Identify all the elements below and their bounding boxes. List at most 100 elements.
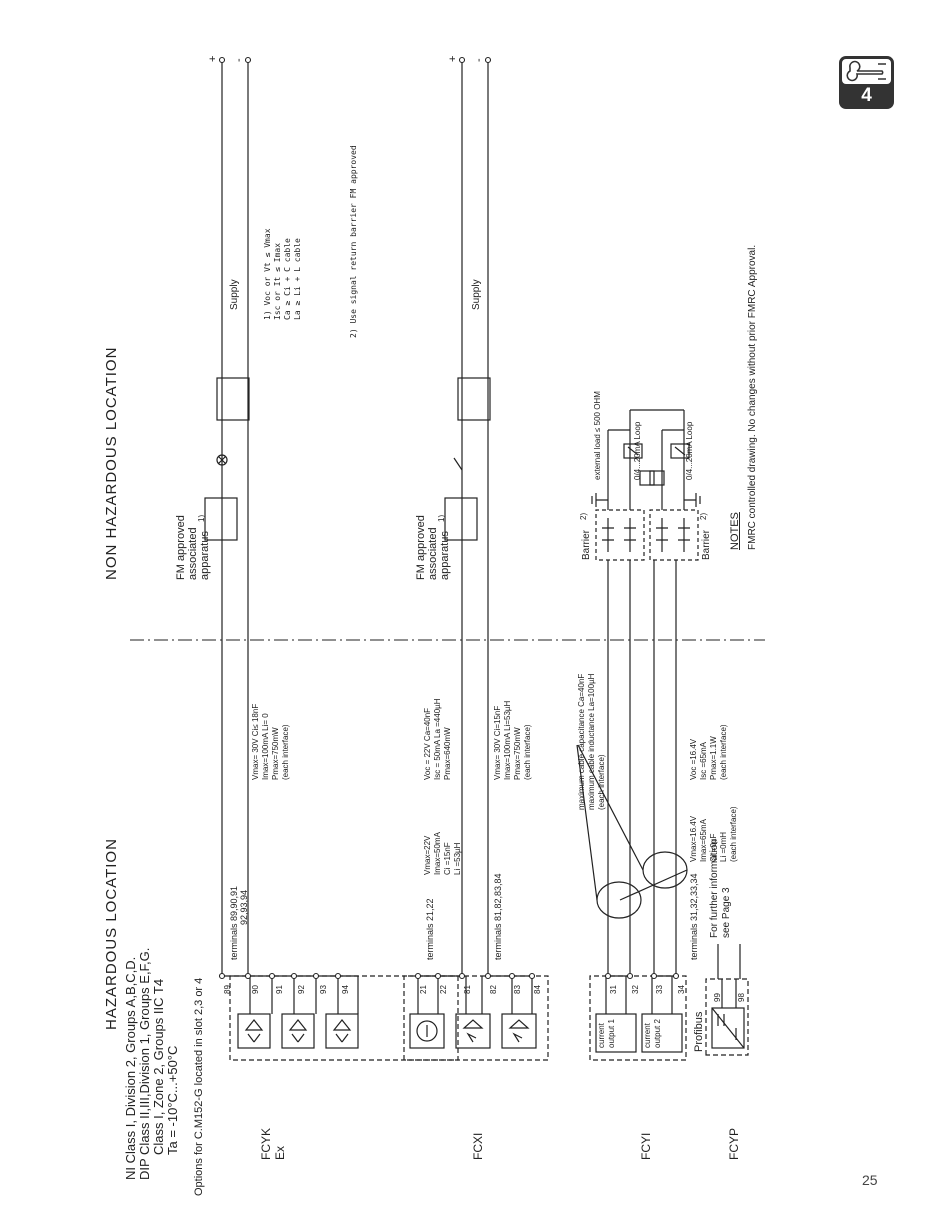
rating-line: Vmax= 30V Ci≤ 18nF [251, 703, 260, 780]
plus-sign: + [207, 55, 219, 62]
rating-line: Vmax= 30V Ci=15nF [493, 705, 502, 780]
barrier-mark: 2) [579, 512, 588, 520]
class-info-line: Class I, Zone 2, Groups IIC T4 [151, 978, 166, 1155]
rating-line: Pmax=750mW [513, 727, 522, 780]
barrier-label: Barrier [581, 529, 592, 560]
module-label-fcxi: FCXI [471, 1132, 485, 1160]
minus-sign: - [233, 58, 245, 62]
supply-label: Supply [229, 279, 240, 310]
terminal-number: 82 [489, 985, 498, 994]
page-number: 25 [862, 1172, 878, 1188]
terminal-number: 94 [341, 985, 350, 994]
rating-line: Isc =65mA [699, 741, 708, 780]
minus-sign: - [473, 58, 485, 62]
terminal-number: 31 [609, 985, 618, 994]
class-info-line: Ta = -10°C...+50°C [165, 1045, 180, 1155]
rating-line: Pmax=1.1W [709, 736, 718, 780]
terminal-number: 99 [713, 993, 722, 1002]
class-info-line: NI Class I, Division 2, Groups A,B,C,D. [123, 956, 138, 1180]
terminal-number: 92 [297, 985, 306, 994]
module-label-fcyi: FCYI [639, 1132, 653, 1160]
rating-line: (each interface) [719, 724, 728, 780]
module-label-fcyk-ex: Ex [273, 1145, 287, 1160]
terminal-number: 83 [513, 985, 522, 994]
chapter-number: 4 [861, 85, 872, 106]
terminal-number: 93 [319, 985, 328, 994]
terminal-number: 89 [223, 985, 232, 994]
notes-text: FMRC controlled drawing. No changes with… [747, 244, 758, 550]
external-load-label: external load ≤ 500 OHM [593, 391, 602, 480]
rating-line: (each interface) [729, 806, 738, 862]
diagram-lines [130, 56, 765, 1061]
terminal-number: 34 [677, 985, 686, 994]
loop-label: 0/4...20mA Loop [633, 421, 642, 480]
fm-note-mark: 1) [437, 514, 446, 522]
rating-line: Vmax=16.4V [689, 815, 698, 862]
rating-line: Voc =16.4V [689, 738, 698, 780]
further-info: see Page 3 [721, 887, 732, 938]
terminal-number: 21 [419, 985, 428, 994]
terminals-label: terminals 81,82,83,84 [493, 873, 503, 960]
terminals-label: terminals 31,32,33,34 [689, 873, 699, 960]
terminal-number: 84 [533, 985, 542, 994]
output-label: output 2 [653, 1019, 662, 1048]
fm-apparatus-label: FM approved [415, 515, 427, 580]
profibus-label: Profibus [693, 1011, 705, 1052]
module-label-fcyp: FCYP [727, 1127, 741, 1160]
fm-note-mark: 1) [197, 514, 206, 522]
rating-line: Isc = 50mA La =440µH [433, 698, 442, 780]
terminal-number: 91 [275, 985, 284, 994]
cable-note: maximum cable capacitance Ca=40nF [577, 673, 586, 810]
rating-line: Pmax=750mW [271, 727, 280, 780]
terminal-number: 81 [463, 985, 472, 994]
chapter-badge: 4 [839, 56, 894, 109]
rating-line: Imax=100mA Li= 0 [261, 713, 270, 780]
rating-line: Imax=65mA [699, 819, 708, 862]
fm-apparatus-label: FM approved [175, 515, 187, 580]
plus-sign: + [447, 55, 459, 62]
footnote-1: Isc or It ≤ Imax [273, 242, 282, 320]
terminals-label: terminals 21,22 [425, 898, 435, 960]
class-info-line: DIP Class II,III,Division 1, Groups E,F,… [137, 947, 152, 1180]
rating-line: (each interface) [523, 724, 532, 780]
terminal-number: 90 [251, 985, 260, 994]
fm-apparatus-label: apparatus [199, 531, 211, 580]
footnote-1: Ca ≥ Ci + C cable [283, 238, 292, 320]
further-info: For further information [709, 839, 720, 938]
rating-line: Imax=100mA Li=53µH [503, 700, 512, 780]
barrier-mark: 2) [699, 512, 708, 520]
rating-line: Ci =15nF [443, 842, 452, 875]
terminals-label: terminals 89,90,91 [229, 885, 239, 960]
footnote-1: La ≥ Li + L cable [293, 238, 302, 320]
rating-line: (each interface) [281, 724, 290, 780]
footnote-1: 1) Voc or Vt ≤ Vmax [263, 228, 272, 320]
module-label-fcyk: FCYK [259, 1127, 273, 1160]
cable-note: (each interface) [597, 754, 606, 810]
loop-label: 0/4...20mA Loop [685, 421, 694, 480]
fm-apparatus-label: associated [187, 527, 199, 580]
wrench-icon [842, 59, 891, 84]
terminals-label: 92,93,94 [239, 889, 249, 925]
terminal-number: 98 [737, 993, 746, 1002]
terminal-number: 32 [631, 985, 640, 994]
cable-note: maximum cable inductance La=100µH [587, 673, 596, 810]
options-line: Options for C.M152-G located in slot 2,3… [193, 977, 205, 1196]
non-hazardous-heading: NON HAZARDOUS LOCATION [103, 346, 120, 580]
rating-line: Imax=50mA [433, 832, 442, 875]
rating-line: Voc = 22V Ca=40nF [423, 707, 432, 780]
rating-line: Pmax=640mW [443, 727, 452, 780]
rating-line: Li =53µH [453, 842, 462, 875]
fm-apparatus-label: associated [427, 527, 439, 580]
footnote-2: 2) Use signal return barrier FM approved [349, 145, 358, 338]
supply-label: Supply [471, 279, 482, 310]
barrier-label: Barrier [701, 529, 712, 560]
rating-line: Li =0mH [719, 831, 728, 862]
hazardous-heading: HAZARDOUS LOCATION [103, 838, 120, 1030]
notes-title: NOTES [729, 512, 741, 550]
terminal-number: 22 [439, 985, 448, 994]
wiring-diagram: HAZARDOUS LOCATION NON HAZARDOUS LOCATIO… [100, 50, 790, 1200]
terminal-number: 33 [655, 985, 664, 994]
output-label: output 1 [607, 1019, 616, 1048]
rating-line: Vmax=22V [423, 835, 432, 875]
